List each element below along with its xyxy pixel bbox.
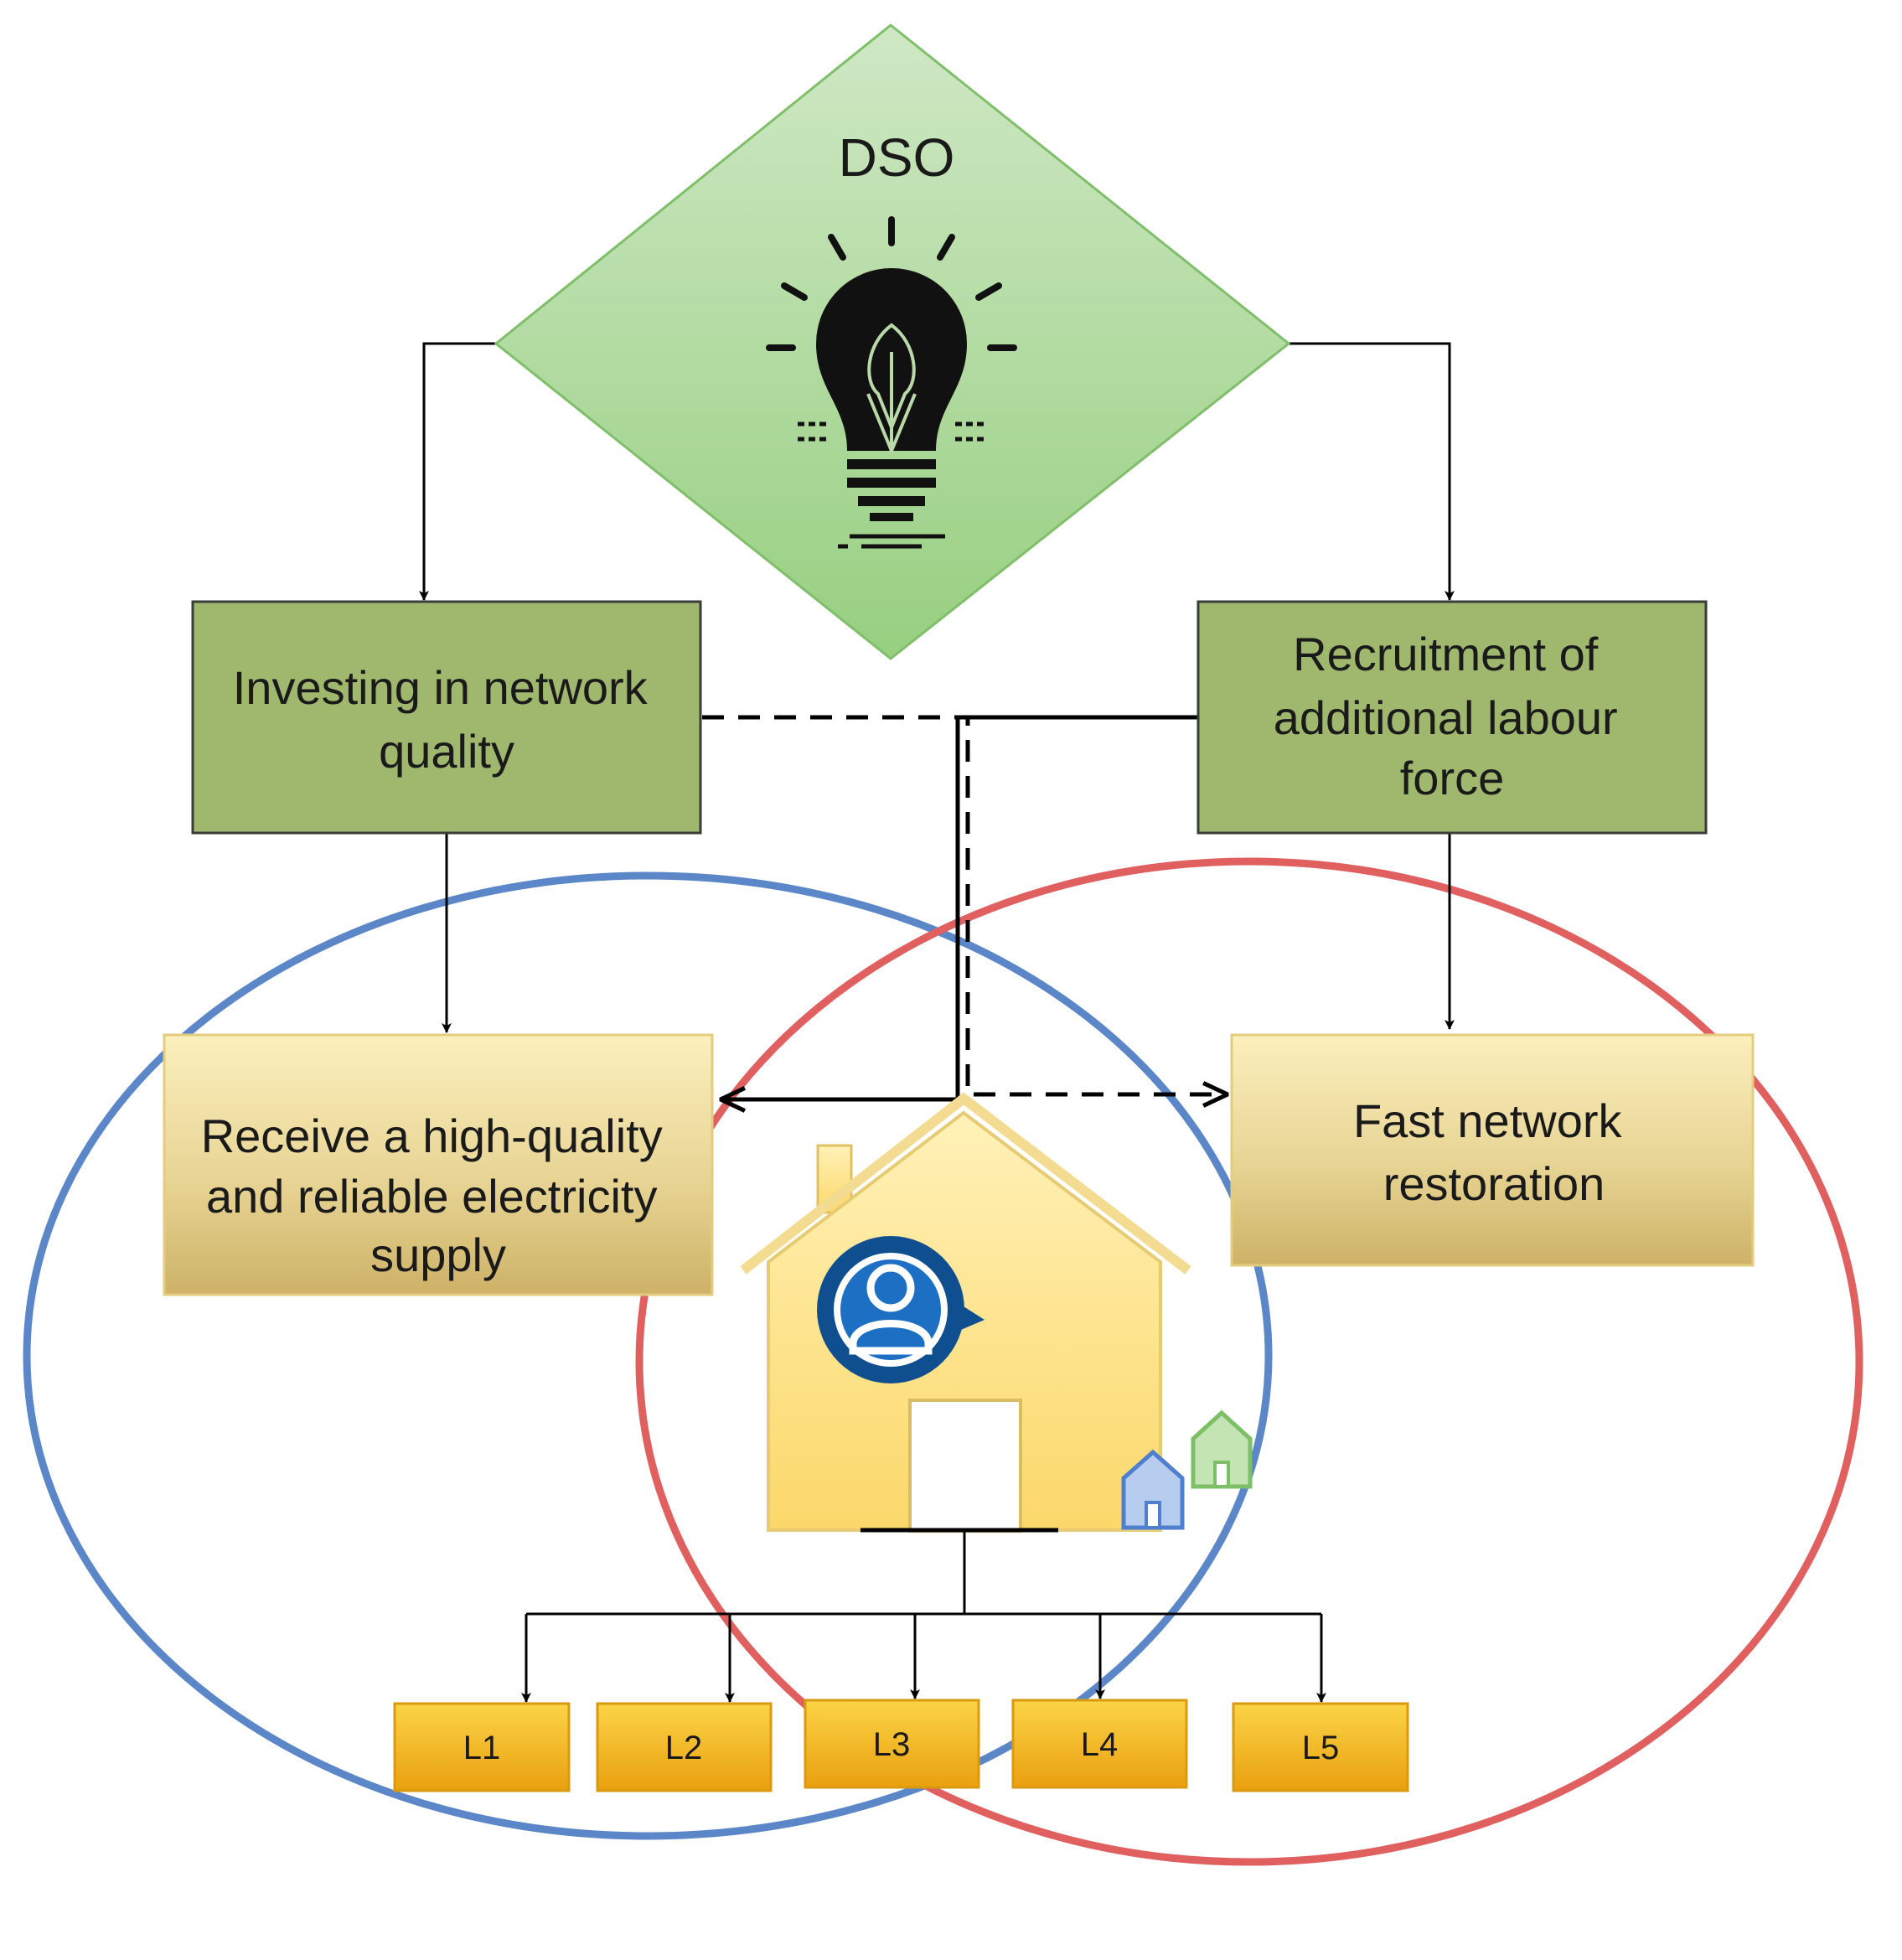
circle-quality [23, 871, 1273, 1840]
connector-dso-investing [419, 342, 496, 601]
load-label-l5: L5 [1302, 1730, 1340, 1766]
lightbulb-leaf-icon [766, 216, 1017, 549]
load-box-l3 [804, 1699, 980, 1789]
dso-label: DSO [839, 127, 955, 188]
supply-label: Receive a high-quality and reliable elec… [201, 1109, 676, 1281]
circle-restoration [635, 857, 1863, 1866]
recruitment-box [1197, 600, 1708, 835]
recruitment-label: Recruitment of additional labour force [1274, 628, 1631, 804]
load-label-l1: L1 [463, 1730, 501, 1766]
investing-box [191, 600, 702, 835]
load-label-l2: L2 [665, 1730, 703, 1766]
solid-path-recruitment-supply [721, 715, 1198, 1099]
supply-box [163, 1033, 714, 1296]
load-box-l1 [393, 1702, 571, 1792]
user-refresh-icon [817, 1236, 985, 1383]
load-label-l3: L3 [873, 1726, 911, 1763]
house-door [908, 1399, 1022, 1533]
restoration-label: Fast network restoration [1353, 1094, 1635, 1210]
restoration-box [1230, 1033, 1755, 1267]
connector-dso-recruitment [1289, 342, 1455, 601]
investing-label: Investing in network quality [233, 661, 660, 778]
small-house-blue-icon [1121, 1449, 1185, 1530]
load-box-l4 [1011, 1699, 1188, 1789]
dashed-path-investing-restoration [702, 715, 1228, 1094]
load-label-l4: L4 [1081, 1726, 1119, 1763]
load-box-l2 [596, 1702, 773, 1792]
load-box-l5 [1232, 1702, 1409, 1792]
small-house-green-icon [1191, 1409, 1253, 1489]
